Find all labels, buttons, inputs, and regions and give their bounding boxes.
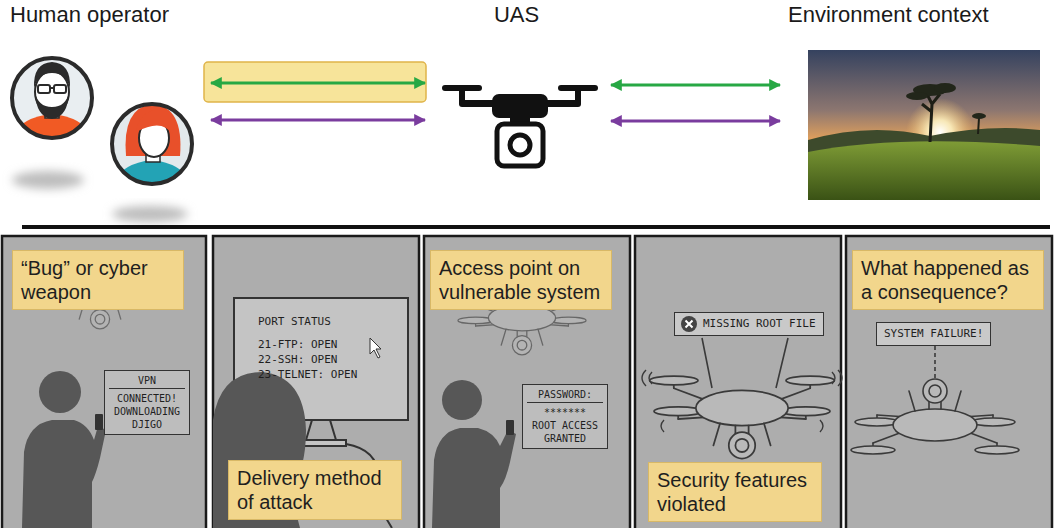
comic-panels-part [2, 236, 206, 528]
landscape-photo-part [978, 118, 979, 134]
uas-icon-part [492, 94, 548, 118]
caption-box: “Bug” or cyber weapon [12, 250, 184, 310]
screen-text: VPN [109, 374, 185, 389]
caption-box: Delivery method of attack [228, 460, 402, 520]
separator-line [22, 225, 1050, 229]
man-avatar-part-part [50, 87, 54, 89]
sign-text: MISSING ROOT FILE [703, 317, 816, 331]
man-avatar-part [12, 58, 92, 138]
error-icon [680, 315, 698, 333]
caption-text: Access point on vulnerable system [439, 256, 603, 304]
double-arrow [211, 82, 425, 85]
caption-text: Security features violated [657, 468, 813, 516]
caption-text: What happened as a consequence? [861, 256, 1035, 304]
caption-text: “Bug” or cyber weapon [21, 256, 175, 304]
landscape-photo-part [972, 113, 986, 119]
heading-label: Human operator [8, 2, 208, 28]
double-arrow [211, 119, 425, 122]
motion-marks-part [661, 420, 823, 432]
sign-posts-part [702, 338, 788, 388]
caption-box: Access point on vulnerable system [430, 250, 612, 310]
screen-text: ROOT ACCESS GRANTED [527, 419, 603, 445]
avatar-shadows-part [12, 171, 84, 189]
sign-posts [702, 338, 788, 388]
caption-text: Delivery method of attack [237, 466, 393, 514]
woman-avatar-part [112, 104, 192, 184]
person-silhouette-part [39, 371, 81, 413]
man-avatar [8, 58, 96, 150]
uas-icon-part [497, 124, 543, 166]
woman-avatar-part-part [136, 109, 174, 134]
person-silhouette-part [432, 428, 516, 528]
person-silhouette-part [95, 414, 103, 430]
uas-node: UAS [428, 2, 605, 200]
phone-screen: VPN CONNECTED! DOWNLOADING DJIGO [104, 370, 190, 435]
avatar-shadows-part [112, 206, 188, 222]
environment-node: Environment context [786, 2, 1052, 205]
comic-panels-part [635, 236, 841, 528]
person-silhouette [22, 371, 106, 528]
person-silhouette [432, 380, 516, 528]
woman-avatar-part-part [108, 160, 196, 196]
landscape-photo-part [906, 92, 928, 100]
screen-text: ******* [527, 406, 603, 419]
double-arrow [611, 84, 780, 87]
landscape-photo-part [922, 92, 940, 142]
crashed-drone-sketch [851, 379, 1019, 454]
heading-label: Environment context [786, 2, 1052, 28]
man-avatar-part-part [54, 85, 66, 93]
failure-sign: SYSTEM FAILURE! [876, 322, 991, 346]
highlight-band [204, 62, 426, 102]
woman-avatar [108, 104, 196, 196]
comic-panels-part [213, 236, 419, 528]
screen-text: 22-SSH: OPEN [258, 352, 398, 367]
landscape-photo [808, 50, 1040, 200]
person-silhouette-part [22, 420, 106, 528]
man-avatar-part-part [35, 92, 69, 119]
dashed-line [934, 346, 936, 380]
screen-text: CONNECTED! DOWNLOADING DJIGO [109, 392, 185, 431]
monitor-sketch-part [370, 338, 381, 358]
uas-icon [442, 85, 598, 166]
screen-text: PASSWORD: [527, 388, 603, 403]
screen-text: 21-FTP: OPEN [258, 337, 398, 352]
comic-panels [2, 236, 1052, 528]
sign-text: SYSTEM FAILURE! [884, 327, 983, 341]
motion-marks-part [642, 370, 652, 386]
man-avatar-part-part [8, 114, 96, 150]
monitor-sketch-part [306, 420, 336, 440]
woman-avatar-part [108, 104, 196, 196]
screen-text: 23-TELNET: OPEN [258, 367, 398, 382]
heading-label: UAS [428, 2, 605, 28]
crashing-drone-sketch [650, 376, 835, 459]
landscape-photo-part [808, 141, 1040, 200]
error-icon-disc [681, 316, 697, 332]
comic-panels-part [424, 236, 630, 528]
person-silhouette-part [506, 420, 514, 435]
person-silhouette-part [442, 380, 482, 420]
landscape-photo-part [808, 50, 1040, 200]
uas-icon-part [510, 135, 530, 155]
caption-box: What happened as a consequence? [852, 250, 1044, 310]
operator-node: Human operator [8, 2, 208, 220]
warning-sign: MISSING ROOT FILE [674, 312, 824, 336]
motion-marks-part [832, 370, 842, 386]
error-icon-cross [686, 321, 693, 328]
landscape-photo-part [934, 83, 956, 93]
double-arrow [611, 120, 780, 123]
man-avatar-part-part [38, 85, 50, 93]
comic-panels-part [846, 236, 1052, 528]
phone-screen: PASSWORD: *******ROOT ACCESS GRANTED [522, 384, 608, 449]
caption-box: Security features violated [648, 462, 822, 522]
monitor-screen: PORT STATUS 21-FTP: OPEN22-SSH: OPEN23-TE… [236, 300, 406, 418]
screen-text: PORT STATUS [258, 314, 398, 329]
motion-marks [642, 370, 842, 432]
